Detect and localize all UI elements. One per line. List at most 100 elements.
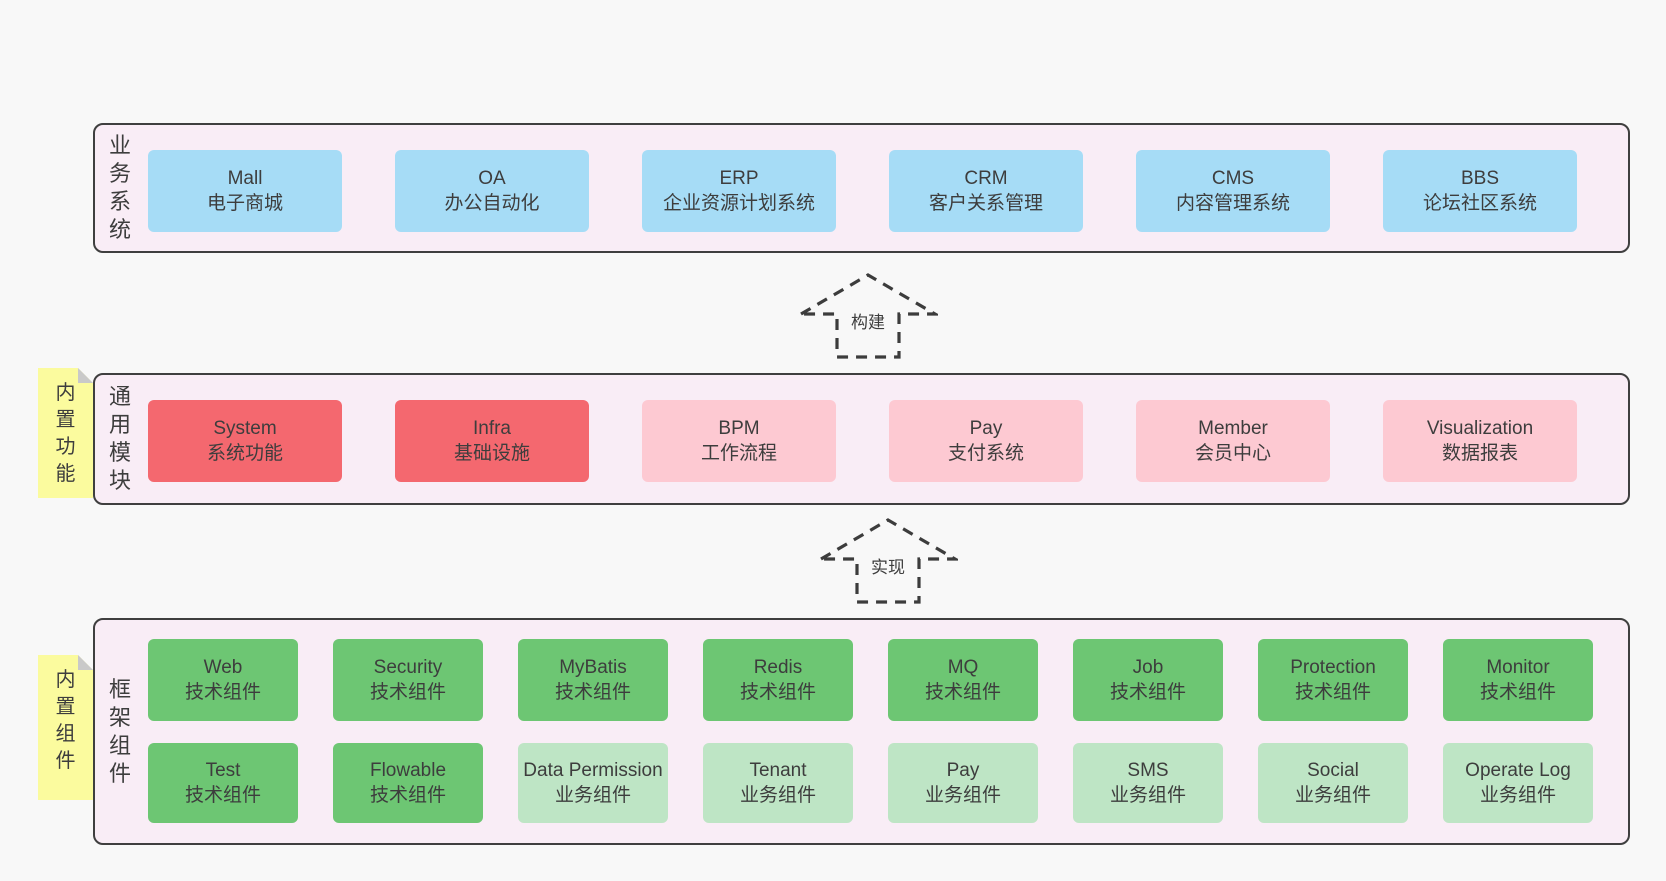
sticky-note-built-in-features: 内置功能 xyxy=(38,368,93,498)
box-title: OA xyxy=(478,168,506,189)
box-subtitle: 电子商城 xyxy=(206,193,283,214)
box-title: Mall xyxy=(227,168,263,189)
box-protection: Protection 技术组件 xyxy=(1258,639,1408,721)
box-subtitle: 技术组件 xyxy=(924,682,1001,703)
box-mybatis: MyBatis 技术组件 xyxy=(518,639,668,721)
box-title: Visualization xyxy=(1426,418,1534,439)
box-subtitle: 业务组件 xyxy=(924,785,1001,806)
box-title: Web xyxy=(203,657,243,678)
box-subtitle: 业务组件 xyxy=(554,785,631,806)
box-web: Web 技术组件 xyxy=(148,639,298,721)
box-title: Job xyxy=(1132,657,1164,678)
box-subtitle: 业务组件 xyxy=(739,785,816,806)
box-erp: ERP 企业资源计划系统 xyxy=(642,150,836,232)
box-oa: OA 办公自动化 xyxy=(395,150,589,232)
sticky-note-label: 内置功能 xyxy=(55,382,76,485)
box-subtitle: 内容管理系统 xyxy=(1175,193,1290,214)
box-sms: SMS 业务组件 xyxy=(1073,743,1223,823)
box-subtitle: 工作流程 xyxy=(700,443,777,464)
box-subtitle: 企业资源计划系统 xyxy=(662,193,815,214)
box-security: Security 技术组件 xyxy=(333,639,483,721)
box-subtitle: 支付系统 xyxy=(947,443,1024,464)
box-subtitle: 论坛社区系统 xyxy=(1422,193,1537,214)
box-subtitle: 技术组件 xyxy=(369,682,446,703)
business-row: Mall 电子商城 OA 办公自动化 ERP 企业资源计划系统 CRM 客户关系… xyxy=(148,150,1577,232)
modules-panel-side-label: 通用模块 xyxy=(108,384,131,493)
box-subtitle: 业务组件 xyxy=(1294,785,1371,806)
box-pay-biz: Pay 业务组件 xyxy=(888,743,1038,823)
framework-panel-side-label: 框架组件 xyxy=(108,676,131,786)
box-bbs: BBS 论坛社区系统 xyxy=(1383,150,1577,232)
box-subtitle: 办公自动化 xyxy=(444,193,540,214)
box-title: Security xyxy=(373,657,443,678)
box-system: System 系统功能 xyxy=(148,400,342,482)
box-title: CRM xyxy=(964,168,1008,189)
box-subtitle: 技术组件 xyxy=(1479,682,1556,703)
box-title: Operate Log xyxy=(1465,760,1571,781)
box-title: Social xyxy=(1307,760,1359,781)
box-title: BBS xyxy=(1460,168,1500,189)
implement-arrow-label: 实现 xyxy=(868,553,908,578)
common-modules-panel: 通用模块 System 系统功能 Infra 基础设施 BPM 工作流程 Pay… xyxy=(93,373,1630,505)
box-subtitle: 业务组件 xyxy=(1479,785,1556,806)
modules-row: System 系统功能 Infra 基础设施 BPM 工作流程 Pay 支付系统… xyxy=(148,400,1577,482)
box-infra: Infra 基础设施 xyxy=(395,400,589,482)
box-subtitle: 技术组件 xyxy=(184,682,261,703)
box-subtitle: 会员中心 xyxy=(1194,443,1271,464)
implement-arrow: 实现 xyxy=(818,517,958,605)
framework-row-1: Web 技术组件 Security 技术组件 MyBatis 技术组件 Redi… xyxy=(148,639,1593,721)
box-pay: Pay 支付系统 xyxy=(889,400,1083,482)
box-title: MQ xyxy=(947,657,979,678)
box-title: ERP xyxy=(719,168,759,189)
framework-components-panel: 框架组件 Web 技术组件 Security 技术组件 MyBatis 技术组件… xyxy=(93,618,1630,845)
build-arrow-label: 构建 xyxy=(848,308,888,333)
box-title: Tenant xyxy=(749,760,807,781)
business-panel-side-label: 业务系统 xyxy=(108,133,131,242)
box-title: Member xyxy=(1198,418,1268,439)
box-tenant: Tenant 业务组件 xyxy=(703,743,853,823)
box-title: Monitor xyxy=(1486,657,1550,678)
box-member: Member 会员中心 xyxy=(1136,400,1330,482)
box-subtitle: 技术组件 xyxy=(1294,682,1371,703)
box-data-permission: Data Permission 业务组件 xyxy=(518,743,668,823)
box-title: System xyxy=(213,418,277,439)
box-title: Protection xyxy=(1290,657,1376,678)
business-systems-panel: 业务系统 Mall 电子商城 OA 办公自动化 ERP 企业资源计划系统 CRM… xyxy=(93,123,1630,253)
box-subtitle: 技术组件 xyxy=(739,682,816,703)
box-subtitle: 技术组件 xyxy=(554,682,631,703)
box-job: Job 技术组件 xyxy=(1073,639,1223,721)
box-redis: Redis 技术组件 xyxy=(703,639,853,721)
sticky-note-label: 内置组件 xyxy=(55,669,76,772)
box-bpm: BPM 工作流程 xyxy=(642,400,836,482)
box-mall: Mall 电子商城 xyxy=(148,150,342,232)
box-visualization: Visualization 数据报表 xyxy=(1383,400,1577,482)
box-subtitle: 技术组件 xyxy=(184,785,261,806)
box-title: MyBatis xyxy=(559,657,627,678)
box-title: Data Permission xyxy=(523,760,663,781)
box-title: Test xyxy=(205,760,241,781)
box-subtitle: 数据报表 xyxy=(1441,443,1518,464)
up-arrow-icon xyxy=(798,273,938,359)
box-title: Redis xyxy=(753,657,803,678)
box-title: BPM xyxy=(718,418,760,439)
box-monitor: Monitor 技术组件 xyxy=(1443,639,1593,721)
box-flowable: Flowable 技术组件 xyxy=(333,743,483,823)
box-operate-log: Operate Log 业务组件 xyxy=(1443,743,1593,823)
build-arrow: 构建 xyxy=(798,272,938,360)
box-subtitle: 技术组件 xyxy=(369,785,446,806)
framework-row-2: Test 技术组件 Flowable 技术组件 Data Permission … xyxy=(148,743,1593,823)
box-crm: CRM 客户关系管理 xyxy=(889,150,1083,232)
up-arrow-icon xyxy=(818,518,958,604)
box-title: Infra xyxy=(472,418,512,439)
box-title: SMS xyxy=(1127,760,1169,781)
box-title: Pay xyxy=(969,418,1003,439)
box-subtitle: 业务组件 xyxy=(1109,785,1186,806)
box-title: CMS xyxy=(1211,168,1255,189)
sticky-note-built-in-components: 内置组件 xyxy=(38,655,93,800)
box-subtitle: 基础设施 xyxy=(453,443,530,464)
box-subtitle: 客户关系管理 xyxy=(928,193,1043,214)
box-subtitle: 技术组件 xyxy=(1109,682,1186,703)
box-title: Pay xyxy=(946,760,980,781)
box-mq: MQ 技术组件 xyxy=(888,639,1038,721)
